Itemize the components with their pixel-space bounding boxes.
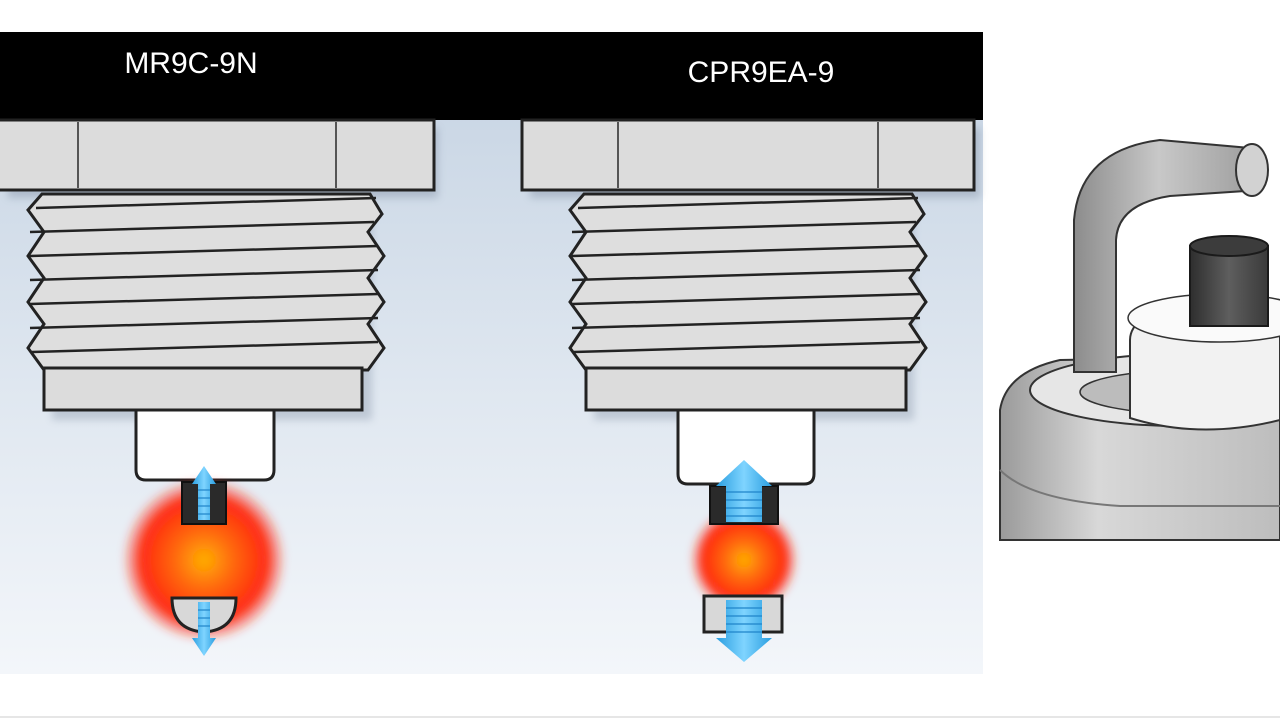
plug-1 xyxy=(0,118,438,656)
plug-2-spark-glow-icon xyxy=(690,506,798,614)
slide-divider xyxy=(0,716,1280,718)
plug-2-double-arrow-icon xyxy=(716,460,772,662)
plug-2-insulator xyxy=(676,408,816,486)
plug-2-label: CPR9EA-9 xyxy=(688,56,835,89)
plug-1-insulator xyxy=(134,408,276,482)
plug-1-spark-glow-icon xyxy=(122,478,286,642)
plug-1-label: MR9C-9N xyxy=(124,47,257,80)
plug-2-hex-nut xyxy=(520,118,976,192)
plug-2-threads xyxy=(568,192,928,412)
plug-1-threads xyxy=(26,192,386,412)
plug-1-hex-nut xyxy=(0,118,436,192)
spark-plug-tip-3d xyxy=(999,138,1280,541)
header-bar xyxy=(0,32,983,120)
plug-2 xyxy=(520,118,980,662)
plug-1-double-arrow-icon xyxy=(192,466,216,656)
